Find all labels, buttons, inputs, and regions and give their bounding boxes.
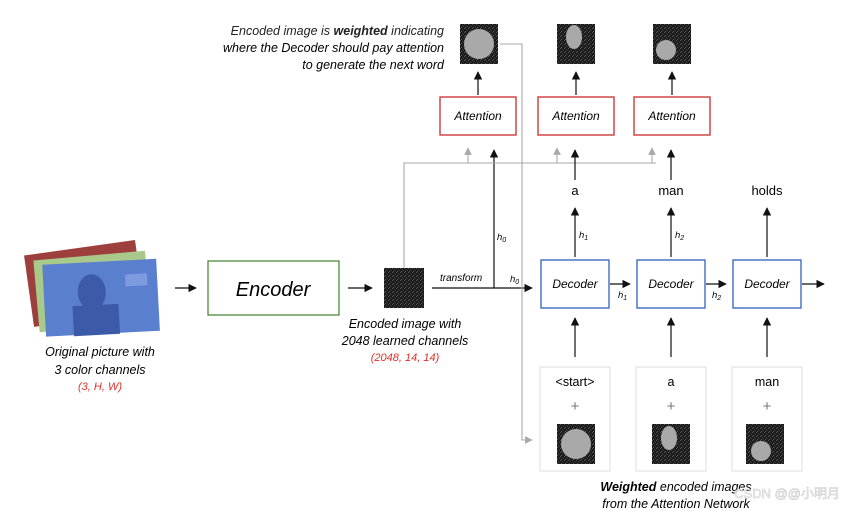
attention-box-3 — [633, 96, 711, 136]
attention-box-1 — [439, 96, 517, 136]
encoded-feed-line — [403, 162, 656, 268]
attention-box-2 — [537, 96, 615, 136]
encoded-shape: (2048, 14, 14) — [371, 352, 440, 364]
encoder-box — [207, 260, 340, 316]
bottom-caption-line1: Weighted encoded images — [600, 480, 751, 494]
annotation-line1-suffix: indicating — [391, 24, 444, 38]
input-picture-stack — [24, 239, 160, 337]
encoder-label: Encoder — [236, 279, 312, 301]
weighted-image-bottom-2 — [652, 424, 690, 464]
weighted-image-top-1 — [460, 24, 498, 64]
output-word-2: man — [658, 183, 683, 198]
input-word-1: <start> — [556, 375, 595, 389]
annotation-line3: to generate the next word — [302, 58, 445, 72]
input-shape: (3, H, W) — [78, 381, 122, 393]
annotation-line1-prefix: Encoded image is — [231, 24, 330, 38]
output-word-1: a — [571, 183, 579, 198]
decoder-box-3 — [732, 259, 802, 309]
decoder-box-2 — [636, 259, 706, 309]
attention-label-2: Attention — [551, 109, 600, 123]
weighted-image-bottom-1 — [557, 424, 595, 464]
h1-label-side: h1 — [618, 290, 627, 302]
h1-label-up: h1 — [579, 230, 588, 242]
encoded-image — [384, 268, 424, 308]
watermark: CSDN @@小明月 — [734, 486, 840, 501]
weighted-image-bottom-3 — [746, 424, 784, 464]
input-picture-blue — [42, 258, 160, 337]
decoder-label-3: Decoder — [744, 277, 790, 291]
plus-1: + — [571, 398, 580, 415]
input-word-3: man — [755, 375, 779, 389]
top-annotation: Encoded image is weighted indicating whe… — [223, 24, 445, 72]
encoded-caption-line1: Encoded image with — [349, 317, 462, 331]
weighted-image-top-2 — [557, 24, 595, 64]
h0-label-lower: h0 — [510, 274, 519, 286]
plus-2: + — [667, 398, 676, 415]
attention-label-1: Attention — [453, 109, 502, 123]
h2-label-up: h2 — [675, 230, 684, 242]
annotation-line2: where the Decoder should pay attention — [223, 41, 444, 55]
input-caption-line2: 3 color channels — [54, 363, 145, 377]
bottom-caption-line2: from the Attention Network — [602, 497, 750, 511]
decoder-label-2: Decoder — [648, 277, 694, 291]
svg-text:Encoded image is weighte: Encoded image is weighted indicating — [231, 24, 444, 38]
transform-label: transform — [440, 273, 482, 284]
encoded-caption-line2: 2048 learned channels — [341, 334, 469, 348]
input-caption-line1: Original picture with — [45, 345, 155, 359]
weighted-image-feed-line — [500, 43, 533, 444]
decoder-box-1 — [540, 259, 610, 309]
output-word-3: holds — [751, 183, 783, 198]
plus-3: + — [763, 398, 772, 415]
h0-label-upper: h0 — [497, 232, 506, 244]
weighted-image-top-3 — [653, 24, 691, 64]
annotation-line1-bold: weighted — [334, 24, 389, 38]
input-word-2: a — [668, 375, 675, 389]
attention-label-3: Attention — [647, 109, 696, 123]
h2-label-side: h2 — [712, 290, 721, 302]
decoder-label-1: Decoder — [552, 277, 598, 291]
